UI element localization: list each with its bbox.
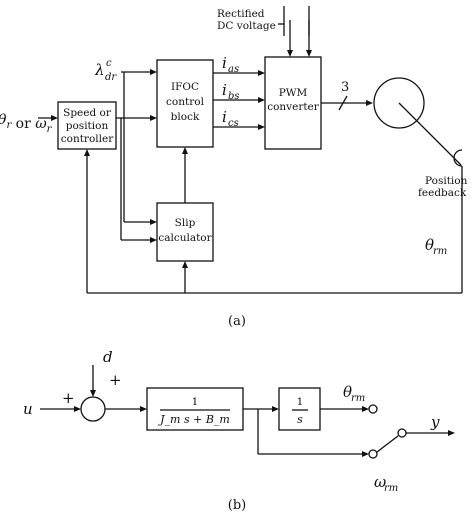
- ias-label: i: [222, 54, 227, 72]
- omega-branch-arrow: [362, 451, 369, 457]
- ibs-sub: bs: [228, 91, 240, 102]
- theta-rm-output-sub: rm: [351, 393, 365, 404]
- flux-reference-sup: c: [106, 58, 112, 69]
- ibs-label: i: [222, 81, 227, 99]
- theta-output-arrow: [362, 406, 369, 412]
- encoder-arc: [453, 149, 463, 167]
- flux-reference-arrow: [150, 69, 157, 75]
- diagram-a: θr or ωr Speed or position controller λ …: [0, 6, 468, 329]
- integrator-denominator: s: [297, 413, 303, 426]
- ics-arrow: [258, 124, 265, 130]
- position-feedback-line-2: feedback: [418, 187, 467, 199]
- feedback-controller-arrow: [84, 149, 90, 156]
- output-y-label: y: [430, 413, 440, 431]
- plant-to-integrator-arrow: [272, 406, 279, 412]
- ifoc-block-line-2: control: [166, 96, 205, 108]
- pwm-block-line-2: converter: [267, 101, 320, 113]
- ifoc-control-block: [156, 59, 214, 148]
- plus-left-sign: +: [62, 389, 75, 407]
- phase-count-label: 3: [341, 80, 349, 95]
- speed-block-line-1: Speed or: [63, 107, 112, 119]
- plus-top-sign: +: [109, 371, 122, 389]
- dc-label-line-1: Rectified: [217, 8, 265, 20]
- reference-input-arrow: [51, 115, 58, 121]
- dc-label-line-2: DC voltage: [217, 20, 276, 32]
- input-u-label: u: [23, 400, 33, 418]
- diagram-b: u d + + 1 J_m s + B_m 1 s θ rm: [23, 348, 455, 513]
- summing-junction: [80, 396, 106, 422]
- caption-b: (b): [228, 498, 246, 513]
- three-phase-arrow: [366, 100, 373, 106]
- omega-rm-output-sub: rm: [384, 483, 398, 494]
- ifoc-block-line-3: block: [171, 111, 200, 123]
- flux-reference-sub: dr: [105, 72, 117, 83]
- disturbance-arrow: [90, 390, 96, 397]
- slip-to-ifoc-arrow: [182, 147, 188, 154]
- output-switch-blade: [376, 435, 399, 453]
- integrator-numerator: 1: [297, 396, 304, 408]
- flux-reference-label: λ: [94, 61, 105, 79]
- omega-rm-output-label: ω: [374, 473, 386, 491]
- sum-to-plant-arrow: [140, 406, 147, 412]
- position-feedback-line-1: Position: [425, 175, 468, 187]
- theta-terminal: [368, 404, 378, 414]
- plant-transfer-function-block: [146, 387, 244, 431]
- slip-input-2-arrow: [150, 237, 157, 243]
- caption-a: (a): [228, 314, 246, 329]
- controller-to-ifoc-arrow: [150, 115, 157, 121]
- integrator-block: [278, 387, 321, 431]
- slip-block-line-2: calculator: [158, 232, 212, 244]
- motor-shaft: [398, 102, 462, 166]
- slip-input-1-arrow: [150, 219, 157, 225]
- pwm-block-line-1: PWM: [279, 87, 308, 99]
- dc-bus-left-arrow: [287, 50, 293, 57]
- ias-arrow: [258, 70, 265, 76]
- ibs-arrow: [258, 97, 265, 103]
- ics-sub: cs: [228, 118, 239, 129]
- ias-sub: as: [228, 64, 239, 75]
- ics-label: i: [222, 108, 227, 126]
- three-phase-slash: [338, 95, 348, 111]
- reference-input-label: θr or ωr: [0, 112, 53, 135]
- theta-rm-output-label: θ: [343, 383, 352, 401]
- plant-numerator: 1: [192, 396, 199, 408]
- ifoc-block-line-1: IFOC: [171, 81, 199, 93]
- feedback-slip-arrow: [182, 261, 188, 268]
- input-u-arrow: [74, 406, 81, 412]
- omega-terminal: [368, 449, 378, 459]
- slip-calculator-block: [156, 202, 214, 262]
- theta-rm-label: θ: [425, 236, 434, 254]
- theta-rm-sub: rm: [433, 246, 447, 257]
- disturbance-d-label: d: [103, 348, 113, 366]
- switch-pivot-terminal: [397, 428, 407, 438]
- plant-denominator: J_m s + B_m: [158, 413, 230, 426]
- speed-block-line-2: position: [66, 120, 109, 132]
- speed-block-line-3: controller: [61, 133, 114, 145]
- dc-bus-right-arrow: [306, 50, 312, 57]
- output-y-arrow: [448, 430, 455, 436]
- slip-block-line-1: Slip: [175, 217, 196, 229]
